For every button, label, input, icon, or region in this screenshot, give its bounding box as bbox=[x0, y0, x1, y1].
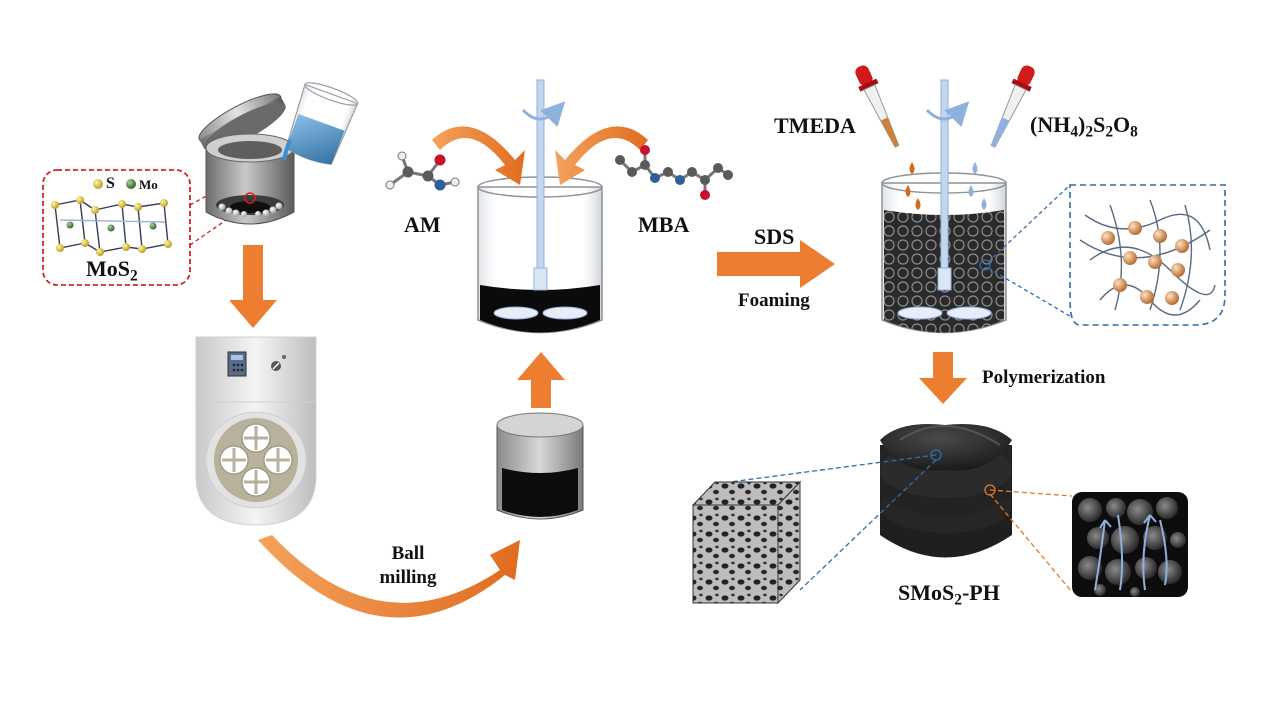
ps-s1: 4 bbox=[1070, 123, 1079, 141]
network-inset bbox=[987, 184, 1226, 326]
dropper-persulfate bbox=[990, 65, 1035, 148]
tmeda-label: TMEDA bbox=[774, 113, 856, 138]
product-label: SMoS2-PH bbox=[898, 580, 1000, 608]
ball-milling-line1: Ball bbox=[391, 543, 425, 564]
arrow-down-1 bbox=[229, 245, 277, 328]
arrow-sds bbox=[717, 240, 835, 288]
ps-3: S bbox=[1093, 112, 1106, 137]
arrow-mba bbox=[555, 126, 648, 185]
sem-cube bbox=[691, 454, 937, 605]
persulfate-label: (NH4)2S2O8 bbox=[1030, 112, 1138, 140]
slurry-jar bbox=[496, 412, 584, 520]
pore-inset bbox=[989, 489, 1188, 597]
planetary-ball-mill bbox=[195, 336, 317, 526]
arrow-polymerization bbox=[919, 352, 967, 404]
mixing-beaker bbox=[477, 79, 603, 334]
mba-atoms bbox=[615, 145, 733, 200]
product-s1: 2 bbox=[954, 591, 962, 609]
arrow-am bbox=[432, 126, 525, 185]
legend-mo-label: Mo bbox=[139, 177, 158, 192]
am-atoms bbox=[385, 151, 460, 191]
arrow-up bbox=[517, 352, 565, 408]
mos2-base: MoS bbox=[86, 256, 130, 281]
mba-label: MBA bbox=[638, 212, 690, 237]
product-1: SMoS bbox=[898, 580, 955, 605]
drops-persulfate bbox=[968, 162, 987, 210]
dropper-tmeda bbox=[855, 65, 900, 148]
legend-s-label: S bbox=[106, 175, 115, 192]
smos2-ph-gel bbox=[880, 424, 1012, 558]
foaming-beaker bbox=[881, 79, 1007, 334]
ps-4: O bbox=[1113, 112, 1131, 137]
foaming-label: Foaming bbox=[738, 290, 810, 311]
ps-2: ) bbox=[1078, 112, 1086, 137]
ball-milling-arrow bbox=[258, 535, 520, 618]
product-2: -PH bbox=[961, 580, 1000, 605]
mos2-lattice-inset bbox=[42, 169, 256, 286]
am-label: AM bbox=[404, 212, 441, 237]
polymerization-label: Polymerization bbox=[982, 367, 1106, 388]
ball-milling-label: Ball milling bbox=[368, 542, 448, 590]
ps-s2: 2 bbox=[1085, 123, 1094, 141]
ps-s3: 2 bbox=[1105, 123, 1114, 141]
mos2-sub: 2 bbox=[130, 267, 138, 285]
ps-1: (NH bbox=[1030, 112, 1071, 137]
ball-milling-line2: milling bbox=[379, 567, 437, 588]
mos2-label: MoS2 bbox=[86, 256, 138, 284]
drops-tmeda bbox=[905, 162, 921, 210]
ps-s4: 8 bbox=[1130, 123, 1138, 141]
sds-label: SDS bbox=[754, 224, 795, 249]
mill-jar-loading bbox=[198, 82, 359, 225]
